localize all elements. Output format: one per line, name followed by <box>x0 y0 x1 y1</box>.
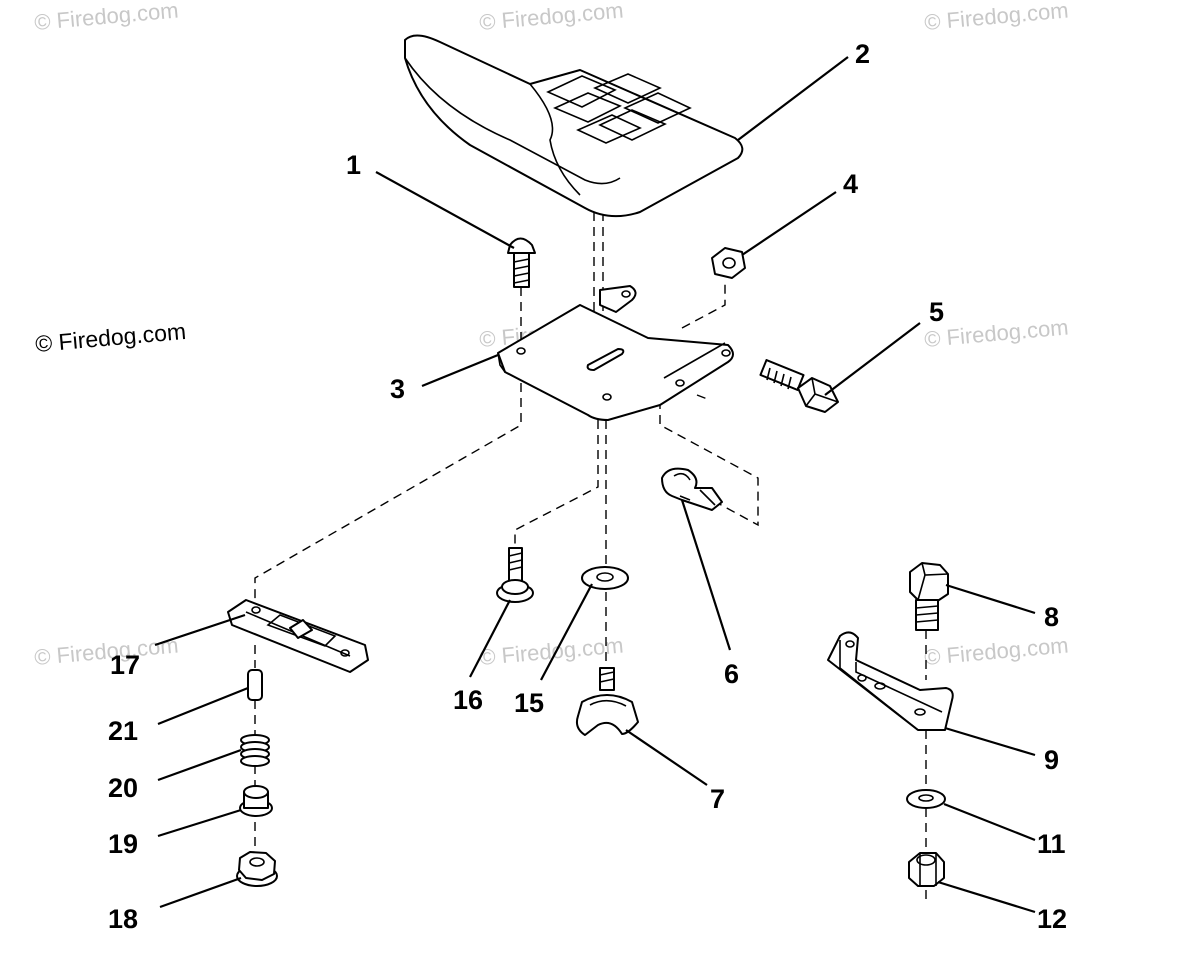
bracket <box>827 631 954 731</box>
callout-8: 8 <box>1044 602 1059 632</box>
watermark-bottom-center: © Firedog.com <box>478 632 624 670</box>
bushing <box>239 785 273 817</box>
watermark-bottom-right: © Firedog.com <box>923 632 1069 670</box>
callout-18: 18 <box>108 904 138 934</box>
callout-2: 2 <box>855 39 870 69</box>
watermark-top-left: © Firedog.com <box>33 0 179 35</box>
callout-11: 11 <box>1037 829 1066 859</box>
pin <box>247 669 263 701</box>
seat-pan <box>497 285 734 421</box>
callout-numbers: 1 2 3 4 5 6 7 8 9 11 12 15 16 17 18 19 2… <box>108 39 1067 934</box>
carriage-bolt <box>507 237 536 288</box>
slide-plate <box>227 599 369 673</box>
flange-nut <box>236 851 278 887</box>
callout-19: 19 <box>108 829 138 859</box>
hex-bolt-5 <box>759 359 839 413</box>
hex-nut <box>711 247 746 279</box>
leader-lines <box>154 56 1036 914</box>
callout-1: 1 <box>346 150 361 180</box>
callout-17: 17 <box>110 650 140 680</box>
callout-4: 4 <box>843 169 858 199</box>
seat-switch <box>661 467 723 511</box>
callout-5: 5 <box>929 297 944 327</box>
callout-15: 15 <box>514 688 544 718</box>
washer-15 <box>581 566 629 590</box>
watermark-bottom-left: © Firedog.com <box>33 632 179 670</box>
callout-12: 12 <box>1037 904 1067 934</box>
callout-20: 20 <box>108 773 138 803</box>
callout-6: 6 <box>724 659 739 689</box>
shoulder-bolt <box>496 547 534 603</box>
knob <box>575 667 639 736</box>
watermark-mid-right: © Firedog.com <box>923 314 1069 352</box>
callout-9: 9 <box>1044 745 1059 775</box>
seat <box>404 34 744 218</box>
spring <box>240 734 270 767</box>
callout-16: 16 <box>453 685 483 715</box>
watermark-top-center: © Firedog.com <box>478 0 624 35</box>
lock-nut <box>908 852 945 887</box>
watermark-top-right: © Firedog.com <box>923 0 1069 35</box>
callout-3: 3 <box>390 374 405 404</box>
watermark-prominent: © Firedog.com <box>34 318 187 357</box>
callout-21: 21 <box>108 716 138 746</box>
hex-bolt-8 <box>909 562 949 631</box>
washer-11 <box>906 789 946 809</box>
callout-7: 7 <box>710 784 725 814</box>
